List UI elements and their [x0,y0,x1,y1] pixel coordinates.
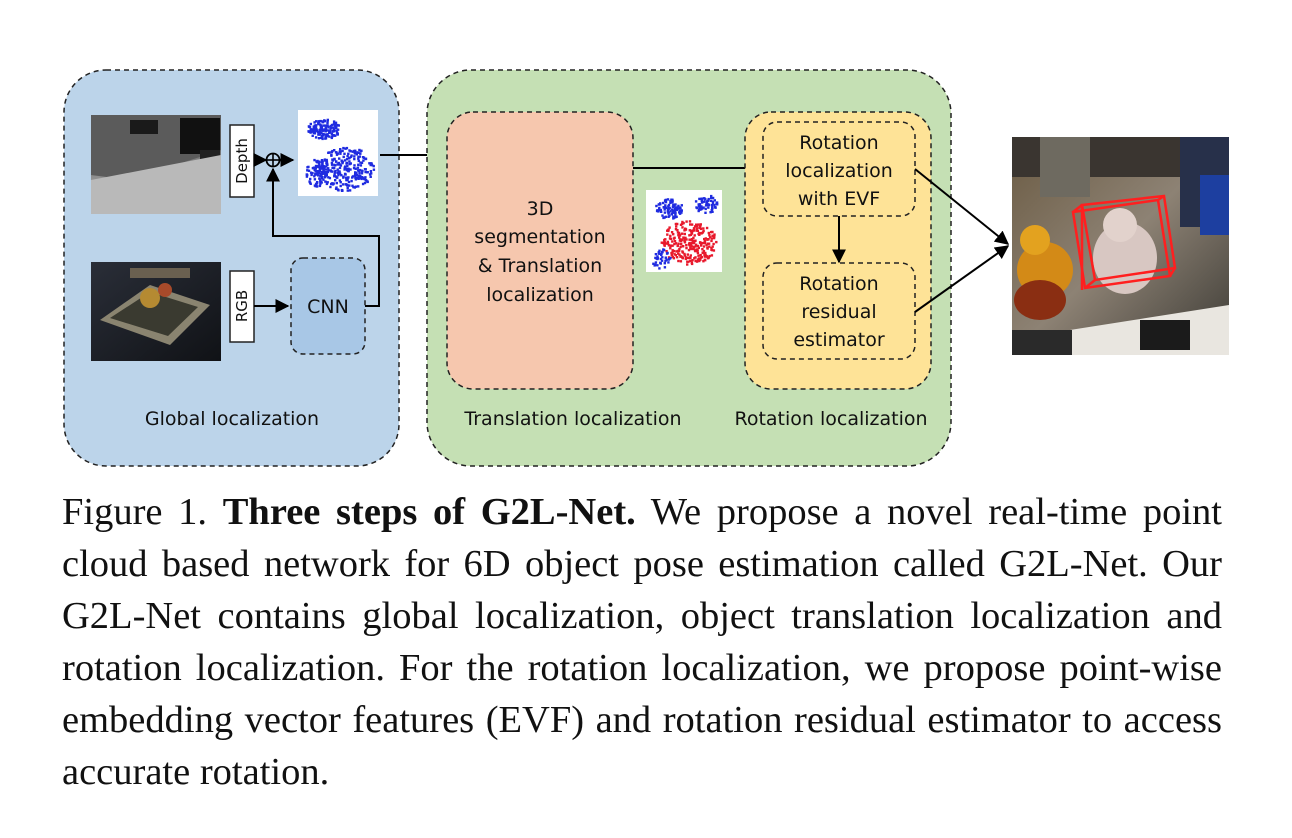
residual-line-1: Rotation [799,273,878,295]
segmented-point-cloud [646,190,722,272]
segmentation-line-1: 3D [527,198,554,220]
global-localization-label: Global localization [145,408,319,430]
residual-line-3: estimator [793,329,885,351]
evf-box [762,121,916,217]
rotation-localization-label: Rotation localization [734,408,927,430]
evf-line-2: localization [785,160,893,182]
figure-title: Three steps of G2L-Net. [222,491,636,533]
cnn-box [290,257,366,355]
figure-label: Figure 1. [62,491,208,533]
scene-point-cloud [298,110,378,196]
figure-caption: Figure 1. Three steps of G2L-Net. We pro… [62,486,1222,798]
residual-box [762,262,916,360]
cnn-label: CNN [307,296,349,318]
segmentation-line-3: & Translation [478,255,602,277]
rgb-image [91,262,221,361]
pose-bounding-box [1071,194,1177,290]
depth-label: Depth [233,138,251,184]
segmentation-box [446,111,634,390]
g2l-net-diagram: Depth RGB CNN Global localization 3D seg… [63,69,1229,467]
evf-line-1: Rotation [799,132,878,154]
segmentation-line-4: localization [486,284,594,306]
residual-line-2: residual [801,301,876,323]
translation-localization-label: Translation localization [463,408,681,430]
rgb-label-box [229,270,255,343]
evf-line-3: with EVF [798,188,880,210]
output-pose-image [1012,137,1229,355]
depth-image [91,115,221,214]
caption-text: We propose a novel real-time point cloud… [62,491,1222,793]
segmentation-line-2: segmentation [474,226,605,248]
rgb-label: RGB [233,290,251,322]
